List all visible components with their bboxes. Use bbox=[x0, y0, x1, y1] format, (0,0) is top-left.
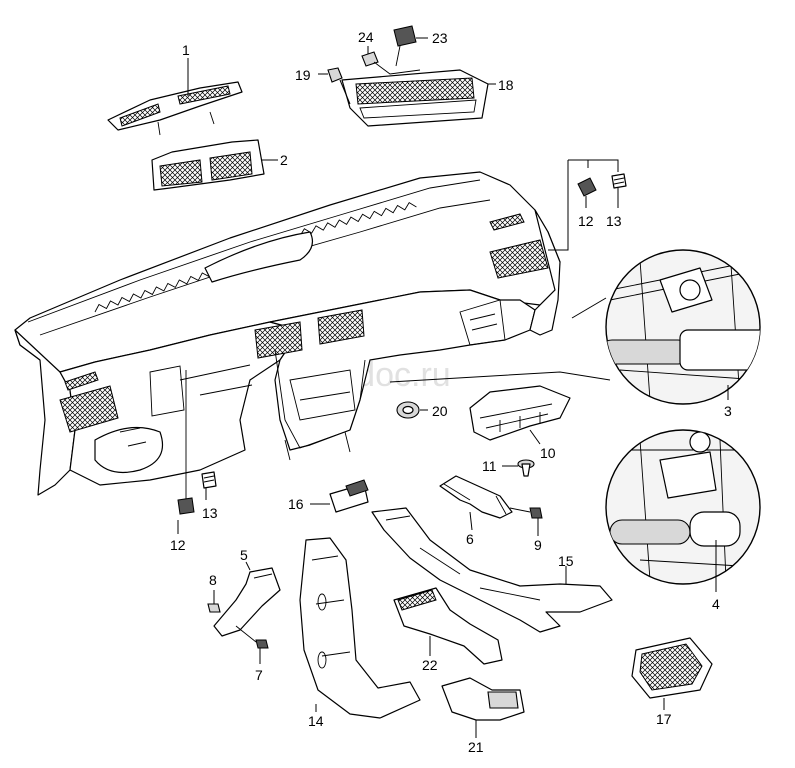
part-12-13-bracket-leader bbox=[548, 159, 619, 251]
callout-6: 6 bbox=[466, 531, 474, 547]
part-20-grommet bbox=[396, 401, 428, 419]
callout-23: 23 bbox=[432, 30, 448, 46]
part-12-top-clip bbox=[577, 177, 597, 208]
part-21-duct-outlet bbox=[441, 677, 525, 738]
callout-17: 17 bbox=[656, 711, 672, 727]
callout-22: 22 bbox=[422, 657, 438, 673]
part-9-screw bbox=[509, 507, 543, 536]
callout-20: 20 bbox=[432, 403, 448, 419]
callout-3: 3 bbox=[724, 403, 732, 419]
part-10-support-bracket bbox=[469, 385, 571, 445]
callout-21: 21 bbox=[468, 739, 484, 755]
dashboard-assembly bbox=[14, 171, 561, 496]
part-23-connector bbox=[393, 25, 428, 67]
callout-7: 7 bbox=[255, 667, 263, 683]
callout-16: 16 bbox=[288, 496, 304, 512]
part-16-clip-connector bbox=[310, 479, 369, 513]
part-13-top-clip bbox=[611, 173, 627, 208]
callout-14: 14 bbox=[308, 713, 324, 729]
callout-18: 18 bbox=[498, 77, 514, 93]
part-24-sensor bbox=[361, 46, 421, 75]
part-15-air-duct bbox=[371, 507, 613, 633]
callout-10: 10 bbox=[540, 445, 556, 461]
callout-11: 11 bbox=[482, 458, 497, 474]
callout-5: 5 bbox=[240, 547, 248, 563]
callout-13-top: 13 bbox=[606, 213, 622, 229]
part-13-lower-clip bbox=[201, 471, 217, 500]
part-22-rear-duct bbox=[393, 587, 503, 665]
callout-19: 19 bbox=[295, 67, 311, 83]
part-8-clip bbox=[207, 590, 221, 613]
detail-circle-4 bbox=[605, 429, 761, 592]
callout-2: 2 bbox=[280, 152, 288, 168]
part-6-bracket bbox=[439, 475, 513, 531]
callout-8: 8 bbox=[209, 572, 217, 588]
callout-12-top: 12 bbox=[578, 213, 594, 229]
part-19-clip bbox=[318, 67, 351, 105]
callout-1: 1 bbox=[182, 42, 190, 58]
part-18-top-grille bbox=[341, 69, 496, 127]
detail-circle-3 bbox=[389, 249, 761, 405]
part-11-clip bbox=[502, 459, 535, 477]
part-2-center-vent-duct bbox=[151, 139, 278, 191]
part-12-lower-clip bbox=[177, 370, 195, 534]
callout-9: 9 bbox=[534, 537, 542, 553]
callout-13-bottom: 13 bbox=[202, 505, 218, 521]
part-1-upper-defrost-vent bbox=[107, 58, 243, 136]
callout-24: 24 bbox=[358, 29, 374, 45]
callout-15: 15 bbox=[558, 553, 574, 569]
callout-4: 4 bbox=[712, 596, 720, 612]
callout-12-bottom: 12 bbox=[170, 537, 186, 553]
part-7-screw bbox=[235, 625, 269, 664]
part-5-side-bracket bbox=[213, 561, 281, 637]
callout-labels: 1 2 3 4 5 6 7 8 9 10 11 12 12 13 13 14 1… bbox=[170, 29, 732, 755]
part-14-floor-duct bbox=[299, 537, 421, 719]
part-17-speaker-grille bbox=[631, 637, 713, 710]
